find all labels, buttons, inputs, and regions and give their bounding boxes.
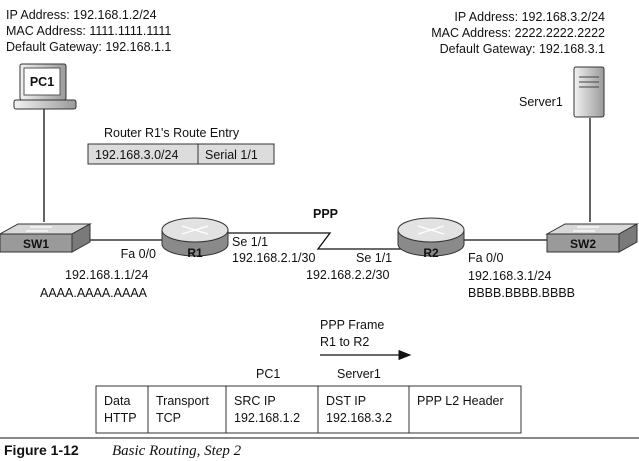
frame-title: PPP Frame bbox=[320, 318, 384, 332]
r1-se-interface: Se 1/1 bbox=[232, 235, 268, 249]
frame-source-label: PC1 bbox=[256, 367, 280, 381]
r2-label: R2 bbox=[423, 246, 439, 260]
r1-label: R1 bbox=[187, 246, 203, 260]
switch-icon-sw1: SW1 bbox=[0, 223, 92, 253]
pc-icon: PC1 bbox=[13, 63, 77, 110]
server-icon bbox=[573, 66, 605, 118]
r1-se-ip: 192.168.2.1/30 bbox=[232, 251, 315, 265]
r2-se-ip: 192.168.2.2/30 bbox=[306, 268, 389, 282]
frame-cell-transport-line1: Transport bbox=[156, 394, 210, 408]
server1-ip-address: IP Address: 192.168.3.2/24 bbox=[454, 10, 605, 24]
frame-cell-dst-ip-line2: 192.168.3.2 bbox=[326, 411, 392, 425]
frame-cell-dst-ip-line1: DST IP bbox=[326, 394, 366, 408]
r2-fa-mac: BBBB.BBBB.BBBB bbox=[468, 286, 575, 300]
router-icon-r1: R1 bbox=[161, 217, 229, 260]
server1-mac-address: MAC Address: 2222.2222.2222 bbox=[431, 26, 605, 40]
frame-cell-transport-line2: TCP bbox=[156, 411, 181, 425]
frame-cell-src-ip-line2: 192.168.1.2 bbox=[234, 411, 300, 425]
frame-destination-label: Server1 bbox=[337, 367, 381, 381]
r1-fa-mac: AAAA.AAAA.AAAA bbox=[40, 286, 148, 300]
frame-table: Data HTTP Transport TCP SRC IP 192.168.1… bbox=[95, 385, 522, 434]
sw2-label: SW2 bbox=[570, 237, 596, 251]
switch-icon-sw2: SW2 bbox=[545, 223, 639, 253]
r1-fa-interface: Fa 0/0 bbox=[121, 247, 156, 261]
route-entry-network: 192.168.3.0/24 bbox=[95, 148, 178, 162]
r2-se-interface: Se 1/1 bbox=[356, 251, 392, 265]
ppp-link-label: PPP bbox=[313, 207, 338, 221]
route-entry-table bbox=[87, 143, 275, 165]
figure-title: Basic Routing, Step 2 bbox=[112, 443, 242, 459]
router-icon-r2: R2 bbox=[397, 217, 465, 260]
route-entry-title: Router R1's Route Entry bbox=[104, 126, 240, 140]
pc1-label: PC1 bbox=[30, 75, 54, 89]
r2-fa-interface: Fa 0/0 bbox=[468, 251, 503, 265]
sw1-label: SW1 bbox=[23, 237, 49, 251]
frame-cell-ppp-header: PPP L2 Header bbox=[417, 394, 504, 408]
pc1-ip-address: IP Address: 192.168.1.2/24 bbox=[6, 8, 157, 22]
r2-fa-ip: 192.168.3.1/24 bbox=[468, 269, 551, 283]
figure-number: Figure 1-12 bbox=[4, 442, 79, 458]
frame-cell-data-line2: HTTP bbox=[104, 411, 137, 425]
pc1-default-gateway: Default Gateway: 192.168.1.1 bbox=[6, 40, 171, 54]
r1-fa-ip: 192.168.1.1/24 bbox=[65, 268, 148, 282]
pc1-mac-address: MAC Address: 1111.1111.1111 bbox=[6, 24, 171, 38]
frame-direction: R1 to R2 bbox=[320, 335, 369, 349]
route-entry-interface: Serial 1/1 bbox=[205, 148, 258, 162]
server1-label: Server1 bbox=[519, 95, 563, 109]
server1-default-gateway: Default Gateway: 192.168.3.1 bbox=[440, 42, 605, 56]
frame-cell-src-ip-line1: SRC IP bbox=[234, 394, 276, 408]
serial-ppp-link bbox=[228, 232, 402, 250]
frame-cell-data-line1: Data bbox=[104, 394, 130, 408]
